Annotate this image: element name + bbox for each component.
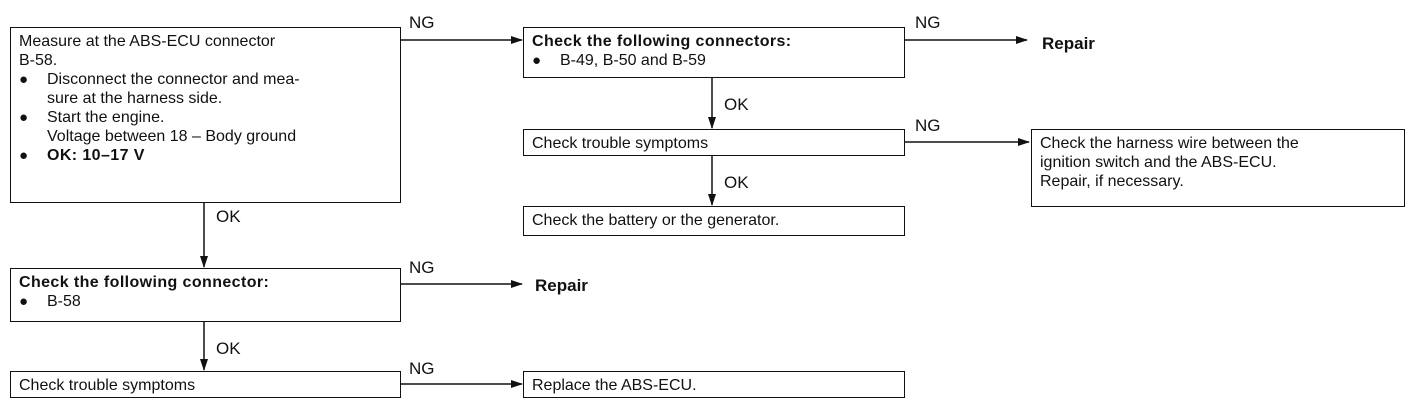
check-connectors-title: Check the following connectors:: [532, 33, 792, 50]
measure-step1: Disconnect the connector and mea-: [47, 71, 300, 88]
repair-top-text: Repair: [1042, 34, 1095, 53]
harness-line1: Check the harness wire between the: [1040, 135, 1299, 152]
ng-label-1: NG: [409, 13, 435, 32]
bullet-icon: ●: [19, 109, 29, 126]
repair-mid-text: Repair: [535, 276, 588, 295]
battery-box: Check the battery or the generator.: [523, 206, 905, 236]
measure-line1: Measure at the ABS-ECU connector: [19, 33, 276, 50]
bullet-icon: ●: [19, 71, 29, 88]
harness-line3: Repair, if necessary.: [1040, 173, 1184, 190]
measure-step1-cont: sure at the harness side.: [47, 90, 223, 107]
measure-ok-range: OK: 10–17 V: [47, 147, 145, 164]
measure-line2: B-58.: [19, 52, 58, 69]
trouble-symptoms-top-box: Check trouble symptoms: [523, 129, 905, 156]
replace-ecu-box: Replace the ABS-ECU.: [523, 371, 905, 398]
ok-label-3: OK: [216, 207, 241, 226]
trouble-symptoms-top-text: Check trouble symptoms: [532, 135, 709, 152]
measure-step2-cont: Voltage between 18 – Body ground: [47, 128, 297, 145]
ok-label-2: OK: [724, 173, 749, 192]
bullet-icon: ●: [19, 293, 29, 310]
bullet-icon: ●: [19, 147, 29, 164]
bullet-icon: ●: [532, 52, 542, 69]
ng-label-5: NG: [409, 359, 435, 378]
ok-label-4: OK: [216, 339, 241, 358]
check-connectors-box: Check the following connectors: ● B-49, …: [523, 27, 905, 78]
trouble-symptoms-bottom-text: Check trouble symptoms: [19, 377, 196, 394]
ng-label-4: NG: [409, 258, 435, 277]
measure-step2: Start the engine.: [47, 109, 165, 126]
check-connector-box: Check the following connector: ● B-58: [10, 268, 401, 322]
harness-box: Check the harness wire between the ignit…: [1031, 129, 1405, 207]
measure-box: Measure at the ABS-ECU connector B-58. ●…: [10, 27, 401, 203]
ng-label-3: NG: [915, 116, 941, 135]
ok-label-1: OK: [724, 95, 749, 114]
check-connector-item: B-58: [47, 293, 81, 310]
trouble-symptoms-bottom-box: Check trouble symptoms: [10, 371, 401, 398]
battery-text: Check the battery or the generator.: [532, 212, 780, 229]
check-connector-title: Check the following connector:: [19, 274, 270, 291]
replace-ecu-text: Replace the ABS-ECU.: [532, 377, 697, 394]
ng-label-2: NG: [915, 13, 941, 32]
harness-line2: ignition switch and the ABS-ECU.: [1040, 154, 1277, 171]
check-connectors-item: B-49, B-50 and B-59: [560, 52, 706, 69]
